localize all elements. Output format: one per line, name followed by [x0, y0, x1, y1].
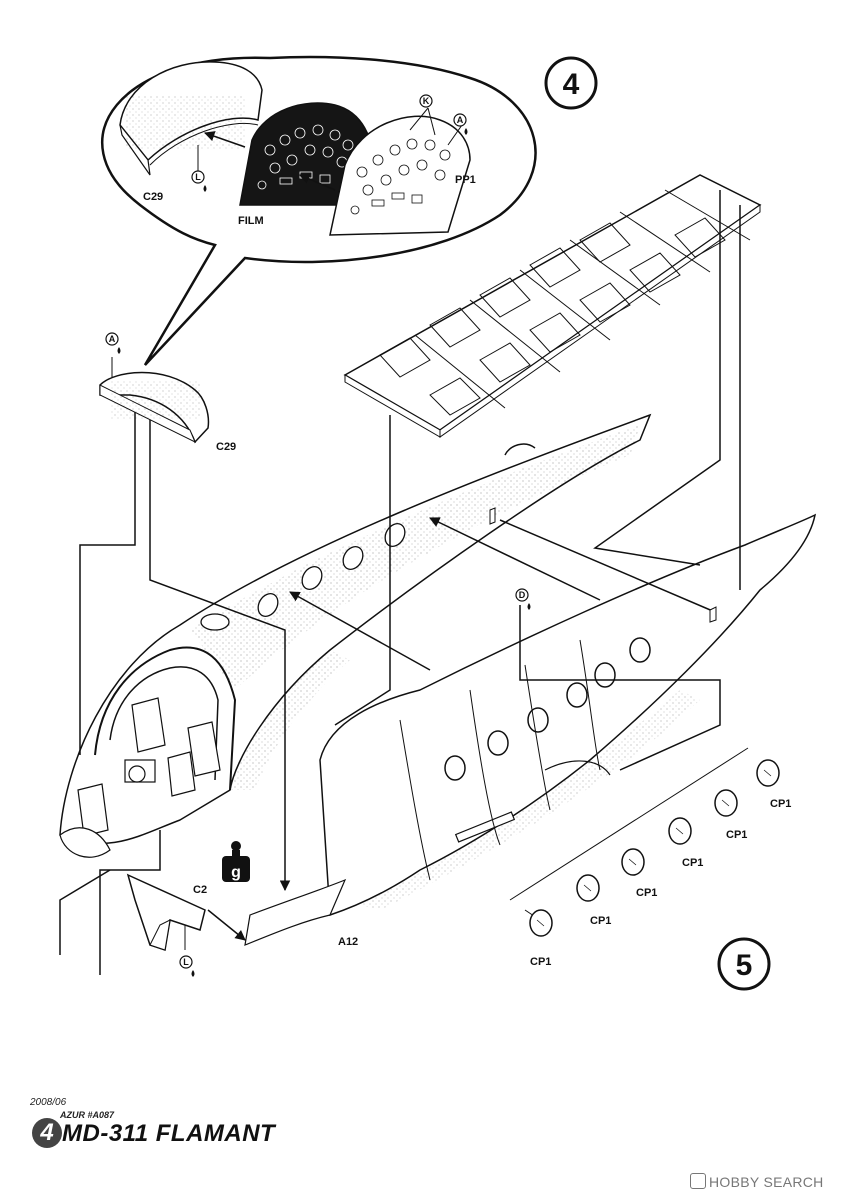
- weight-label: g: [231, 864, 241, 881]
- label-cp1-3: CP1: [636, 887, 657, 899]
- fuselage-right-half: [244, 513, 817, 946]
- assembly-arrows: [59, 190, 741, 975]
- label-cp1-2: CP1: [590, 915, 611, 927]
- marker-k: K: [419, 94, 433, 108]
- step-4-badge: 4: [544, 56, 598, 110]
- footer-date: 2008/06: [30, 1097, 67, 1108]
- label-c29: C29: [216, 441, 236, 453]
- svg-text:D: D: [519, 590, 526, 600]
- watermark-text: HOBBY SEARCH: [709, 1174, 824, 1190]
- label-cp1-4: CP1: [682, 857, 703, 869]
- step-5-badge: 5: [717, 937, 771, 991]
- film-instrument-panel: [239, 102, 371, 206]
- c29-coaming: [99, 371, 210, 444]
- kit-title: MD-311 FLAMANT: [62, 1120, 276, 1147]
- svg-text:K: K: [423, 96, 430, 106]
- label-pp1: PP1: [455, 174, 476, 186]
- pp1-etched-panel: [329, 115, 471, 236]
- wing-panel: [343, 174, 762, 438]
- label-cp1-1: CP1: [530, 956, 551, 968]
- label-c29-top: C29: [143, 191, 163, 203]
- step-5-number: 5: [736, 949, 753, 982]
- c2-bulkhead: [126, 873, 206, 951]
- instrument-panel-callout: [100, 55, 537, 366]
- cp1-window-set: [509, 747, 780, 937]
- fuselage-left-half: [59, 413, 652, 858]
- marker-a-c29: A: [105, 332, 121, 378]
- step-4-number: 4: [563, 68, 580, 101]
- c29-coaming-top: [119, 61, 263, 176]
- label-film: FILM: [238, 215, 264, 227]
- weight-icon: g: [222, 841, 250, 882]
- hobby-search-logo-icon: [690, 1173, 706, 1189]
- label-a12: A12: [338, 936, 358, 948]
- marker-d: D: [515, 588, 531, 610]
- page-number-badge: 4: [32, 1118, 62, 1148]
- label-cp1-6: CP1: [770, 798, 791, 810]
- footer-reference: AZUR #A087: [60, 1110, 115, 1120]
- svg-text:A: A: [109, 334, 116, 344]
- svg-text:L: L: [183, 957, 189, 967]
- marker-l-c2: L: [179, 955, 195, 977]
- label-c2: C2: [193, 884, 207, 896]
- svg-text:L: L: [195, 172, 201, 182]
- label-cp1-5: CP1: [726, 829, 747, 841]
- marker-a-pp1: A: [453, 113, 468, 135]
- marker-l-top: L: [191, 170, 207, 192]
- svg-text:A: A: [457, 115, 464, 125]
- watermark: HOBBY SEARCH: [690, 1173, 824, 1190]
